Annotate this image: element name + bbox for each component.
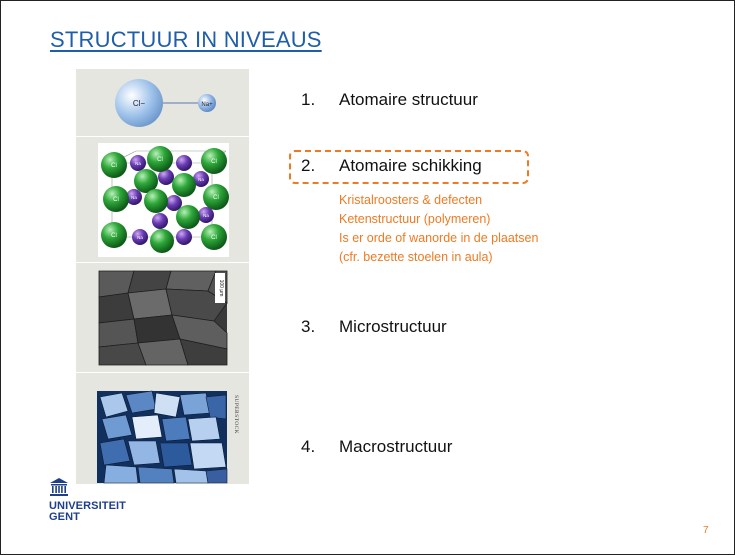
svg-text:Cl: Cl — [213, 195, 219, 201]
micrograph-svg: 100 μm — [98, 270, 228, 366]
scale-bar-box — [215, 273, 225, 303]
chloride-atoms — [101, 146, 229, 253]
watermark-label: SUPERSTOCK — [233, 395, 239, 434]
list-item-number: 1. — [301, 90, 316, 109]
chloride-label: Cl− — [133, 99, 146, 108]
slide-title: STRUCTUUR IN NIVEAUS — [50, 27, 322, 52]
sub-item-1: Kristalroosters & defecten — [339, 193, 483, 207]
sodium-label: Na+ — [201, 102, 213, 108]
svg-text:Cl: Cl — [211, 235, 217, 241]
svg-text:Na: Na — [135, 161, 141, 166]
list-item-label: Macrostructuur — [339, 437, 453, 456]
atom-labels: Cl Cl Cl Cl Cl Cl Cl Na Na Na Na Na — [111, 157, 219, 241]
list-item-2: 2. Atomaire schikking — [301, 156, 482, 176]
university-name-line2: GENT — [49, 511, 80, 523]
chloride-ion — [115, 79, 163, 127]
sub-item-3: Is er orde of wanorde in de plaatsen — [339, 231, 539, 245]
list-item-4: 4. Macrostructuur — [301, 437, 452, 457]
list-item-label: Atomaire schikking — [339, 156, 482, 175]
list-item-label: Microstructuur — [339, 317, 447, 336]
highlight-box — [289, 150, 529, 184]
crystal-shapes — [99, 390, 228, 484]
scale-bar-label: 100 μm — [218, 280, 224, 297]
svg-text:Na: Na — [198, 177, 204, 182]
university-logo — [49, 477, 69, 502]
list-item-number: 4. — [301, 437, 316, 456]
macrostructure-image: SUPERSTOCK — [76, 373, 249, 484]
svg-text:Cl: Cl — [157, 157, 163, 163]
svg-text:Cl: Cl — [211, 159, 217, 165]
grain-pattern — [98, 270, 228, 366]
list-item-1: 1. Atomaire structuur — [301, 90, 478, 110]
svg-text:Cl: Cl — [111, 163, 117, 169]
ion-pair-svg: Cl− Na+ — [115, 79, 216, 127]
svg-text:Cl: Cl — [113, 197, 119, 203]
building-icon — [50, 478, 68, 496]
microstructure-image: 100 μm — [76, 263, 249, 373]
svg-text:Cl: Cl — [111, 233, 117, 239]
sub-item-4: (cfr. bezette stoelen in aula) — [339, 250, 493, 264]
university-name-line1: UNIVERSITEIT — [49, 500, 126, 512]
svg-text:Na: Na — [137, 235, 143, 240]
svg-text:Na: Na — [203, 213, 209, 218]
page-number: 7 — [703, 525, 709, 536]
list-item-number: 3. — [301, 317, 316, 336]
svg-text:Na: Na — [131, 195, 137, 200]
university-name: UNIVERSITEIT GENT — [49, 501, 126, 523]
list-item-3: 3. Microstructuur — [301, 317, 447, 337]
sub-item-2: Ketenstructuur (polymeren) — [339, 212, 491, 226]
ion-pair-image: Cl− Na+ — [76, 69, 249, 137]
sodium-atoms — [126, 155, 214, 245]
crystals-svg: SUPERSTOCK — [97, 390, 239, 484]
list-item-label: Atomaire structuur — [339, 90, 478, 109]
sodium-ion — [198, 94, 216, 112]
lattice-image: Cl Cl Cl Cl Cl Cl Cl Na Na Na Na Na — [76, 137, 249, 263]
list-item-number: 2. — [301, 156, 316, 175]
lattice-svg: Cl Cl Cl Cl Cl Cl Cl Na Na Na Na Na — [98, 143, 229, 257]
